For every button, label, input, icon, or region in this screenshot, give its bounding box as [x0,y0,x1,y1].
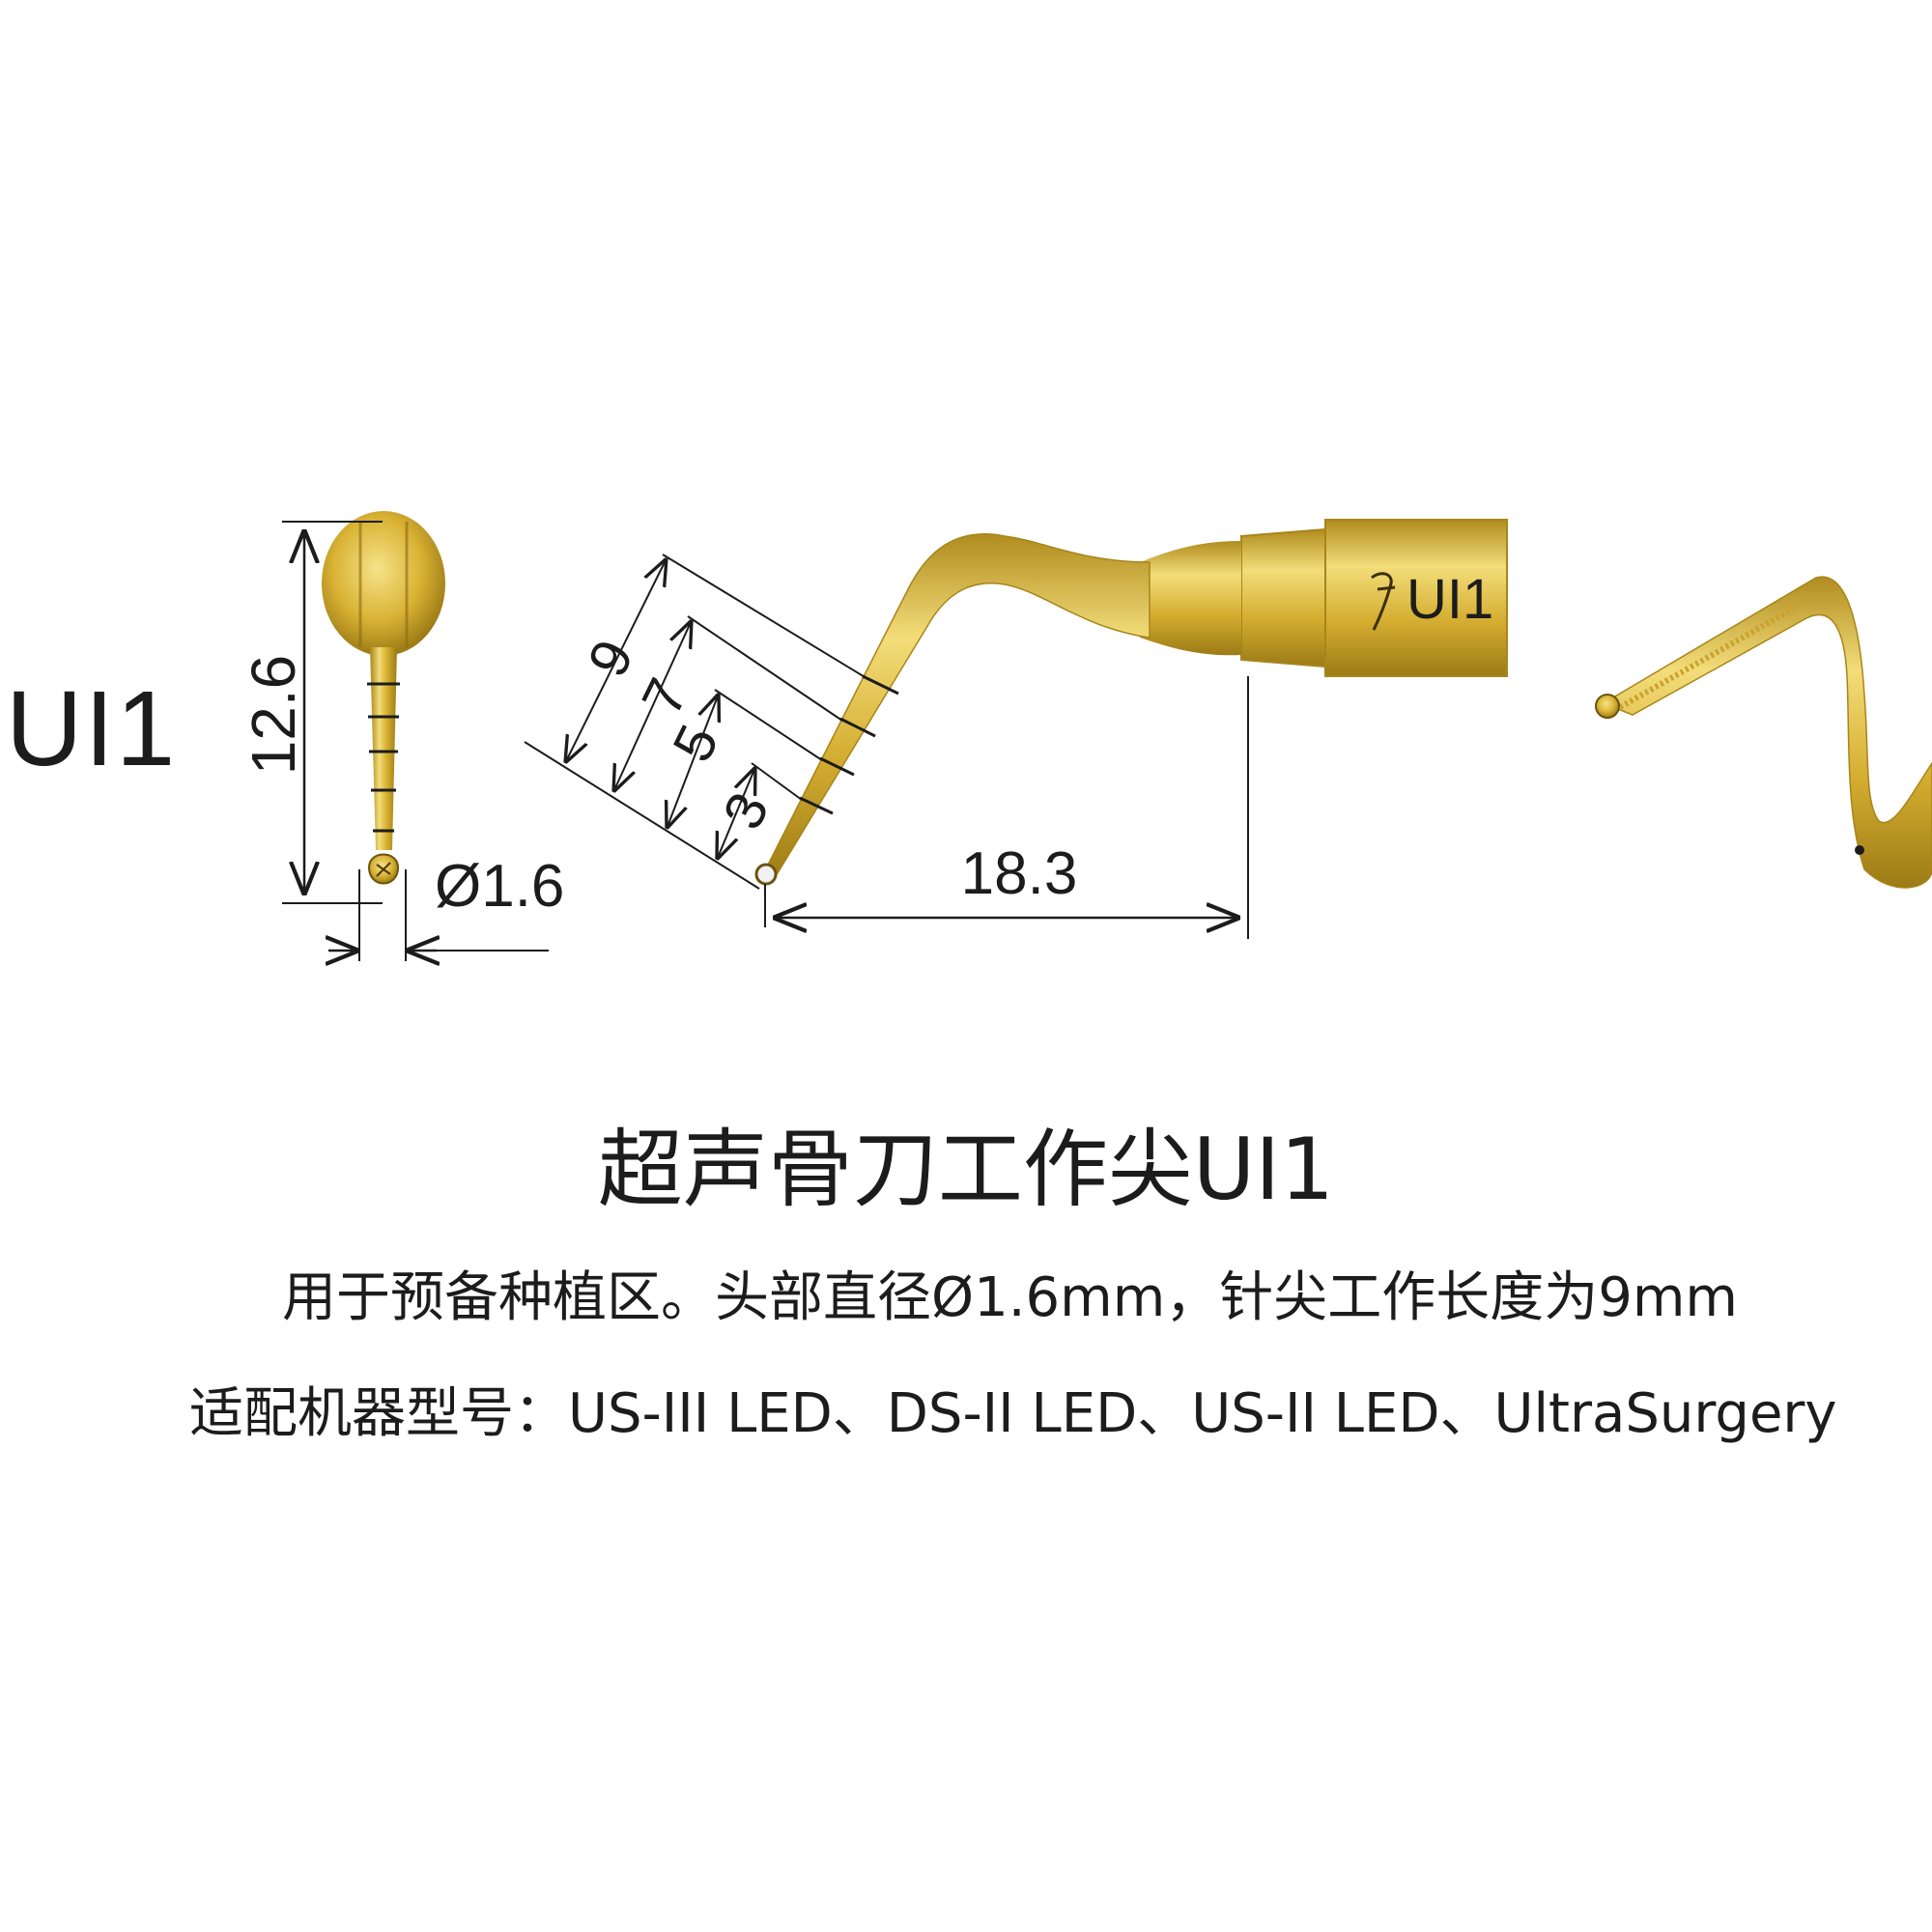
mark-7-line [613,620,692,792]
side-view: UI1 9 7 5 3 18.3 [524,519,1508,939]
mark-5-line [667,694,719,829]
model-label: UI1 [6,669,178,788]
product-description: 用于预备种植区。头部直径Ø1.6mm，针尖工作长度为9mm [282,1266,1738,1329]
mark-9-label: 9 [576,631,646,686]
diameter-label: Ø1.6 [435,853,564,920]
compatibility-text: 适配机器型号：US-III LED、DS-II LED、US-II LED、Ul… [189,1382,1837,1445]
perspective-view [1595,576,1932,889]
side-shaft [762,533,1151,883]
length-label: 18.3 [961,840,1078,907]
engraving-text: UI1 [1406,568,1493,631]
front-head-disc [322,511,445,656]
height-label: 12.6 [239,655,308,776]
mark-5-label: 5 [661,716,731,771]
logo-mark [1371,572,1396,631]
front-view: 12.6 Ø1.6 [239,511,564,961]
product-title: 超声骨刀工作尖UI1 [597,1120,1335,1219]
mark-3-line [717,767,755,860]
front-shaft [370,647,397,850]
